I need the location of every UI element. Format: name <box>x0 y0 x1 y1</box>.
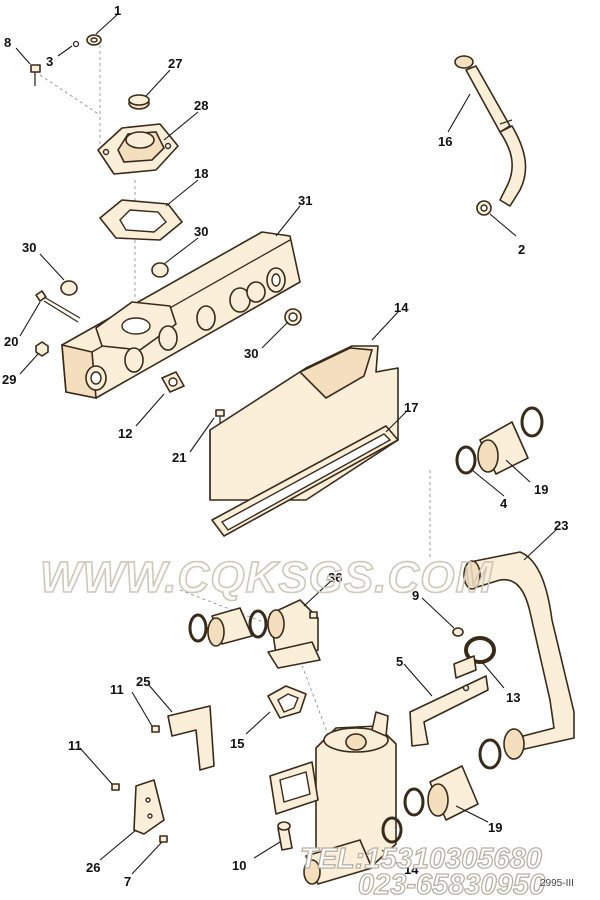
callout-30-upper: 30 <box>194 224 208 239</box>
part-14-filter-housing <box>269 711 397 885</box>
part-23-pipe <box>463 551 575 760</box>
part-3-washer <box>72 40 80 48</box>
part-4-clamp-upper-left <box>455 445 477 475</box>
site-watermark: WWW.CQKSGS.COM <box>40 553 493 602</box>
part-19-sleeve-upper <box>477 421 529 475</box>
callout-27: 27 <box>168 56 182 71</box>
callout-1: 1 <box>114 3 121 18</box>
page-tag: 2995-III <box>540 878 574 889</box>
part-36-elbow <box>267 599 321 669</box>
callout-36: 36 <box>328 570 342 585</box>
part-25-bracket <box>167 705 215 771</box>
part-17-gasket <box>211 425 399 537</box>
callout-19-lower: 19 <box>488 820 502 835</box>
part-27-cap <box>128 94 150 110</box>
part-28-outlet-connection <box>97 123 179 175</box>
part-13-clamp-band <box>453 636 496 679</box>
part-26-plate <box>133 779 165 835</box>
callout-23: 23 <box>554 518 568 533</box>
part-clamp-lower-a <box>403 787 425 817</box>
callout-3: 3 <box>46 54 53 69</box>
part-11-screw-lower <box>111 783 120 791</box>
callout-7: 7 <box>124 874 131 889</box>
callout-11-lower: 11 <box>68 738 82 753</box>
part-screw-elbow <box>309 611 318 619</box>
phone-watermark-1: TEL:15310305680 <box>300 843 542 875</box>
part-4-clamp-upper-right <box>520 406 544 438</box>
part-11-screw-upper <box>151 725 160 733</box>
part-30-seal-left <box>60 280 78 296</box>
part-clamp-lower-c <box>381 816 403 844</box>
callout-30-left: 30 <box>22 240 36 255</box>
part-7-screw <box>159 835 168 843</box>
callout-26: 26 <box>86 860 100 875</box>
part-29-nut <box>35 341 49 357</box>
part-clamp-left-b <box>248 609 268 639</box>
callout-19-upper: 19 <box>534 482 548 497</box>
part-30-seal-right <box>284 308 302 326</box>
part-9-bolt <box>452 627 464 637</box>
part-15-gasket <box>267 685 307 719</box>
part-19-sleeve-lower <box>427 765 479 821</box>
callout-17: 17 <box>404 400 418 415</box>
callout-28: 28 <box>194 98 208 113</box>
callout-14-lower: 14 <box>404 862 419 877</box>
part-1-plug <box>86 34 102 46</box>
part-5-bracket <box>409 675 489 747</box>
part-18-gasket <box>99 199 183 241</box>
callout-labels: 1 8 3 27 28 18 30 30 31 20 29 30 12 21 1… <box>2 3 568 889</box>
callout-14-upper: 14 <box>394 300 409 315</box>
callout-2: 2 <box>518 242 525 257</box>
callout-9: 9 <box>412 588 419 603</box>
part-31-exhaust-manifold <box>61 231 301 399</box>
part-12-port-gasket <box>161 371 185 393</box>
phone-watermark-2: 023-65830950 <box>358 869 545 900</box>
callout-4: 4 <box>500 496 508 511</box>
callout-13: 13 <box>506 690 520 705</box>
callout-30-right: 30 <box>244 346 258 361</box>
callout-12: 12 <box>118 426 132 441</box>
callout-20: 20 <box>4 334 18 349</box>
part-clamp-lower-b <box>478 738 502 770</box>
callout-16: 16 <box>438 134 452 149</box>
callout-10: 10 <box>232 858 246 873</box>
part-20-bolt <box>35 290 81 323</box>
part-clamp-left-a <box>188 613 208 643</box>
part-10-fitting <box>277 821 293 851</box>
callout-29: 29 <box>2 372 16 387</box>
part-sleeve-left <box>207 607 253 647</box>
callout-15: 15 <box>230 736 244 751</box>
callout-8: 8 <box>4 35 11 50</box>
part-16-hose <box>454 55 527 207</box>
callout-25: 25 <box>136 674 150 689</box>
callout-21: 21 <box>172 450 186 465</box>
callout-11-upper: 11 <box>110 682 124 697</box>
callout-5: 5 <box>396 654 403 669</box>
callout-18: 18 <box>194 166 208 181</box>
callout-31: 31 <box>298 193 312 208</box>
part-30-seal-upper <box>151 262 169 278</box>
leader-lines <box>15 13 557 875</box>
part-8-bolt <box>30 64 41 86</box>
part-2-clamp <box>476 200 492 216</box>
